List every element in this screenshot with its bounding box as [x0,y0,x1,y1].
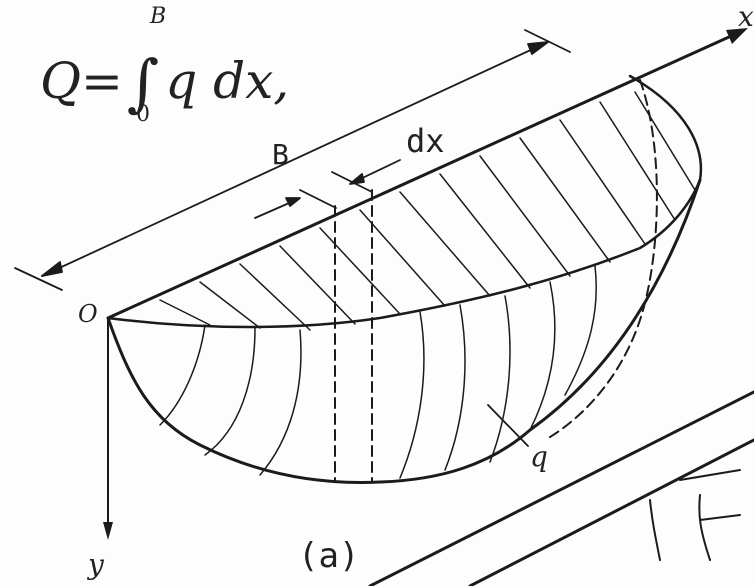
surface-front-edge [106,178,702,329]
width-label: B [272,138,289,171]
q-pointer-line [487,404,529,447]
integral-formula: Q=∫q dx, B 0 [40,4,290,127]
surface-hatching [159,91,696,331]
y-axis-arrowhead [103,522,113,540]
adjacent-figure [368,390,754,586]
basin-bottom-curve [106,178,702,484]
strip-dashed-lines [334,79,658,483]
integral-upper-limit: B [150,4,167,29]
load-label: q [530,440,548,473]
dimension-dx [254,159,401,219]
x-axis-arrowhead [726,28,748,44]
section-curves [159,265,597,479]
formula-integrand: q dx, [165,52,290,110]
strip-label: dx [406,122,445,160]
y-axis-label: y [88,548,104,581]
x-axis-label: x [738,0,754,33]
dimension-B [14,29,571,291]
basin-right-rim [628,74,703,182]
formula-lhs: Q= [40,52,123,110]
figure-caption: (a) [298,536,360,576]
origin-label: O [78,300,98,328]
integral-sign: ∫ [126,46,160,119]
integral-lower-limit: 0 [136,102,150,127]
